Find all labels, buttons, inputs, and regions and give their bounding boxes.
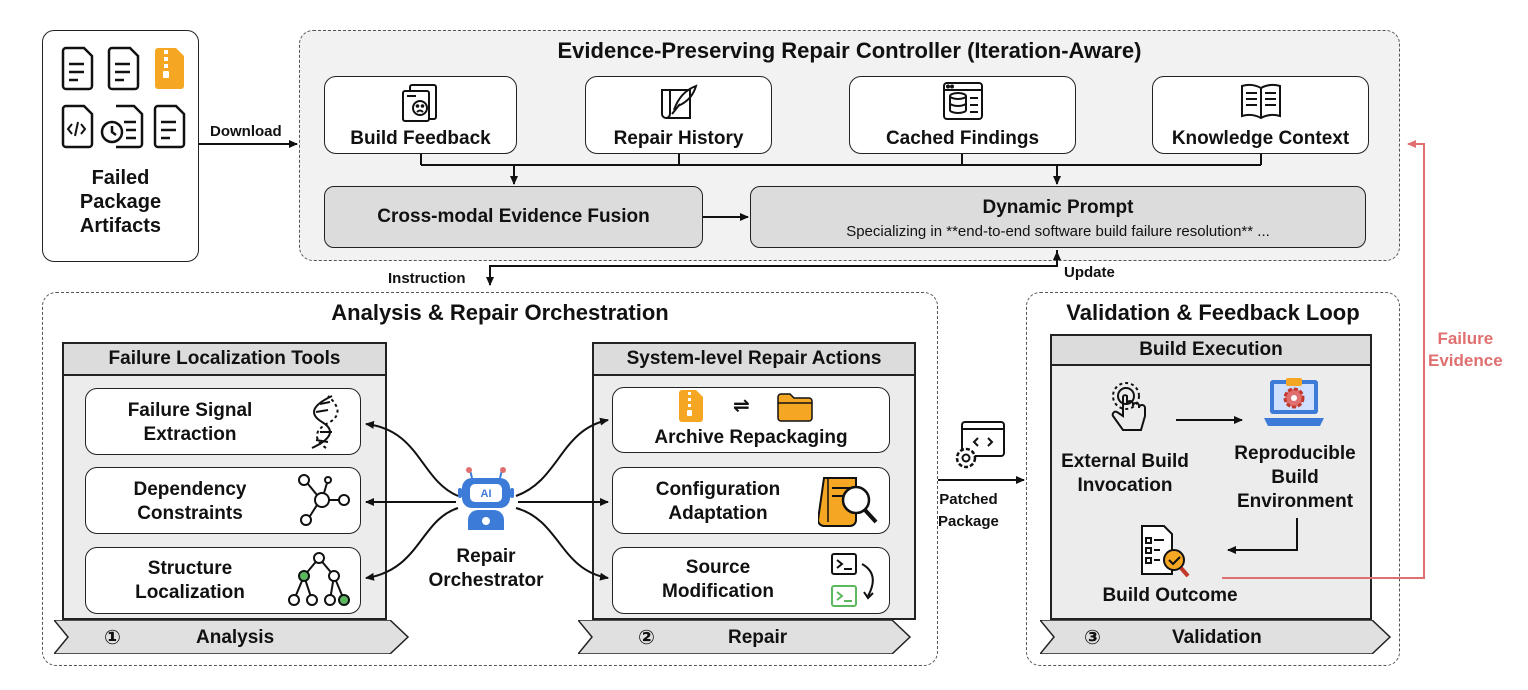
- book-icon: [1241, 83, 1281, 120]
- artifact-icons: [61, 46, 186, 149]
- update-label: Update: [1064, 264, 1115, 281]
- stage-banner-analysis: [54, 620, 410, 654]
- merge-lines: [420, 154, 1262, 166]
- stage-label: Validation: [1172, 627, 1262, 648]
- source-label: Cached Findings: [885, 128, 1040, 149]
- dynamic-prompt-text: Specializing in **end-to-end software bu…: [846, 223, 1270, 240]
- code-file-icon: [61, 104, 94, 149]
- robot-icon: AI: [458, 467, 514, 530]
- dna-icon: [311, 395, 339, 449]
- tree-icon: [288, 552, 350, 606]
- stage-number: ①: [104, 627, 121, 649]
- orch-to-action1: [515, 417, 609, 497]
- stage-banner-repair: [578, 620, 912, 654]
- analysis-title: Analysis & Repair Orchestration: [331, 300, 669, 325]
- action-archive-repackaging: [612, 387, 890, 453]
- document-icon: [107, 46, 140, 91]
- analysis-repair-panel: [42, 292, 938, 666]
- build-execution-header: Build Execution: [1050, 334, 1372, 366]
- stage-number: ③: [1084, 627, 1101, 649]
- instruction-update-arrow: [486, 250, 1058, 286]
- laptop-gear-icon: [1264, 378, 1324, 426]
- dynamic-prompt-box: Dynamic Prompt Specializing in **end-to-…: [750, 186, 1366, 248]
- source-label: Knowledge Context: [1171, 128, 1350, 149]
- svg-text:AI: AI: [481, 488, 492, 500]
- failure-evidence-arrow: [1222, 140, 1425, 579]
- stage-label: Analysis: [196, 627, 275, 648]
- tool-dependency-constraints: [85, 467, 361, 534]
- artifacts-label: Failed Package Artifacts: [79, 167, 162, 237]
- zip-file-icon: [679, 390, 703, 422]
- graph-nodes-icon: [298, 474, 350, 526]
- source-label: Build Feedback: [350, 128, 491, 149]
- download-label: Download: [210, 123, 282, 140]
- stage-number: ②: [638, 627, 655, 649]
- stage-label: Repair: [728, 627, 788, 648]
- build-execution-panel: [1050, 334, 1372, 620]
- clock-file-icon: [100, 104, 144, 149]
- validation-panel: [1026, 292, 1400, 666]
- localization-tools-header: Failure Localization Tools: [62, 342, 387, 376]
- stage-banner-validation: [1040, 620, 1392, 654]
- touch-hand-icon: [1111, 382, 1146, 431]
- checklist-icon: [1141, 525, 1190, 578]
- orch-to-tool3: [365, 507, 459, 581]
- validation-title: Validation & Feedback Loop: [1066, 300, 1360, 325]
- evidence-fusion-label: Cross-modal Evidence Fusion: [377, 206, 650, 227]
- evidence-fusion-box: Cross-modal Evidence Fusion: [324, 186, 703, 248]
- quill-scroll-icon: [661, 84, 698, 119]
- orch-to-action3: [515, 507, 609, 581]
- build-outcome-label: Build Outcome: [1102, 585, 1238, 606]
- action-label: Archive Repackaging: [654, 427, 848, 448]
- dynamic-prompt-title: Dynamic Prompt: [982, 197, 1134, 218]
- document-icon: [61, 46, 94, 91]
- instruction-label: Instruction: [388, 270, 466, 287]
- controller-title: Evidence-Preserving Repair Controller (I…: [557, 38, 1142, 63]
- database-icon: [943, 82, 983, 120]
- repair-actions-header: System-level Repair Actions: [592, 342, 916, 376]
- gear-code-icon: [955, 421, 1005, 469]
- terminal-icon: [831, 553, 874, 607]
- magnifier-doc-icon: [818, 477, 878, 527]
- tool-failure-signal: [85, 388, 361, 455]
- zip-file-icon: [155, 48, 184, 89]
- document-icon: [153, 104, 186, 149]
- feedback-doc-icon: [402, 84, 437, 122]
- folder-icon: [777, 393, 813, 422]
- orch-to-tool1: [365, 420, 459, 497]
- swap-arrows-icon: ⇌: [733, 395, 750, 417]
- source-label: Repair History: [613, 128, 744, 149]
- env-to-outcome-arrow: [1227, 518, 1298, 554]
